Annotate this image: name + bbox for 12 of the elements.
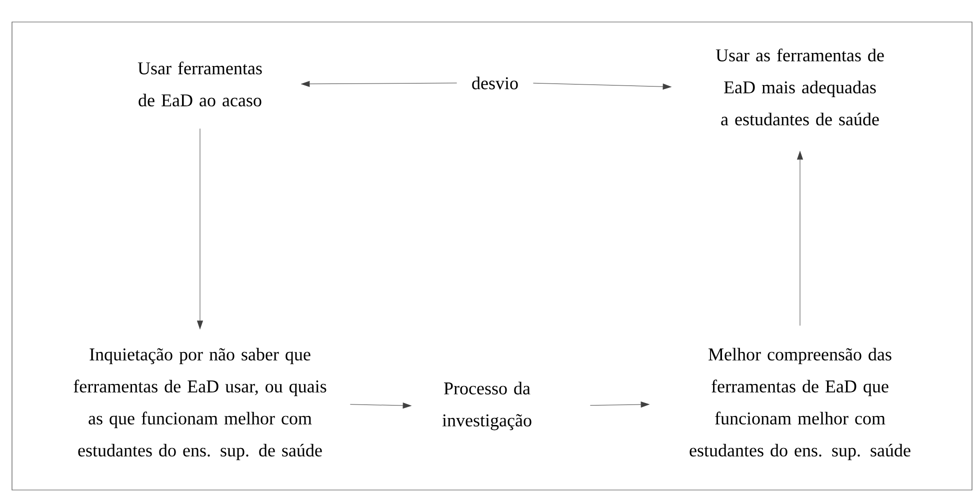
arrow — [301, 80, 458, 87]
step-text: Inquietação por não saber que ferramentas de EaD usar, ou quais as que funcionam melhor com estudantes do ens. sup. de saúde — [74, 348, 326, 460]
step-text: Usar ferramentas de EaD ao acaso — [138, 62, 262, 106]
arrow — [197, 128, 203, 330]
arrow — [590, 402, 650, 408]
step-text: Usar as ferramentas de EaD mais adequadas a estudantes de saúde — [716, 48, 884, 126]
arrow — [350, 402, 412, 408]
label-text: desvio — [472, 76, 518, 90]
step-text: Melhor compreensão das ferramentas de EaD que funcionam melhor com estudantes do ens. sup. saúde — [690, 348, 910, 460]
step-text: Processo da investigação — [442, 382, 532, 430]
arrow — [532, 82, 672, 90]
arrow — [797, 151, 803, 326]
